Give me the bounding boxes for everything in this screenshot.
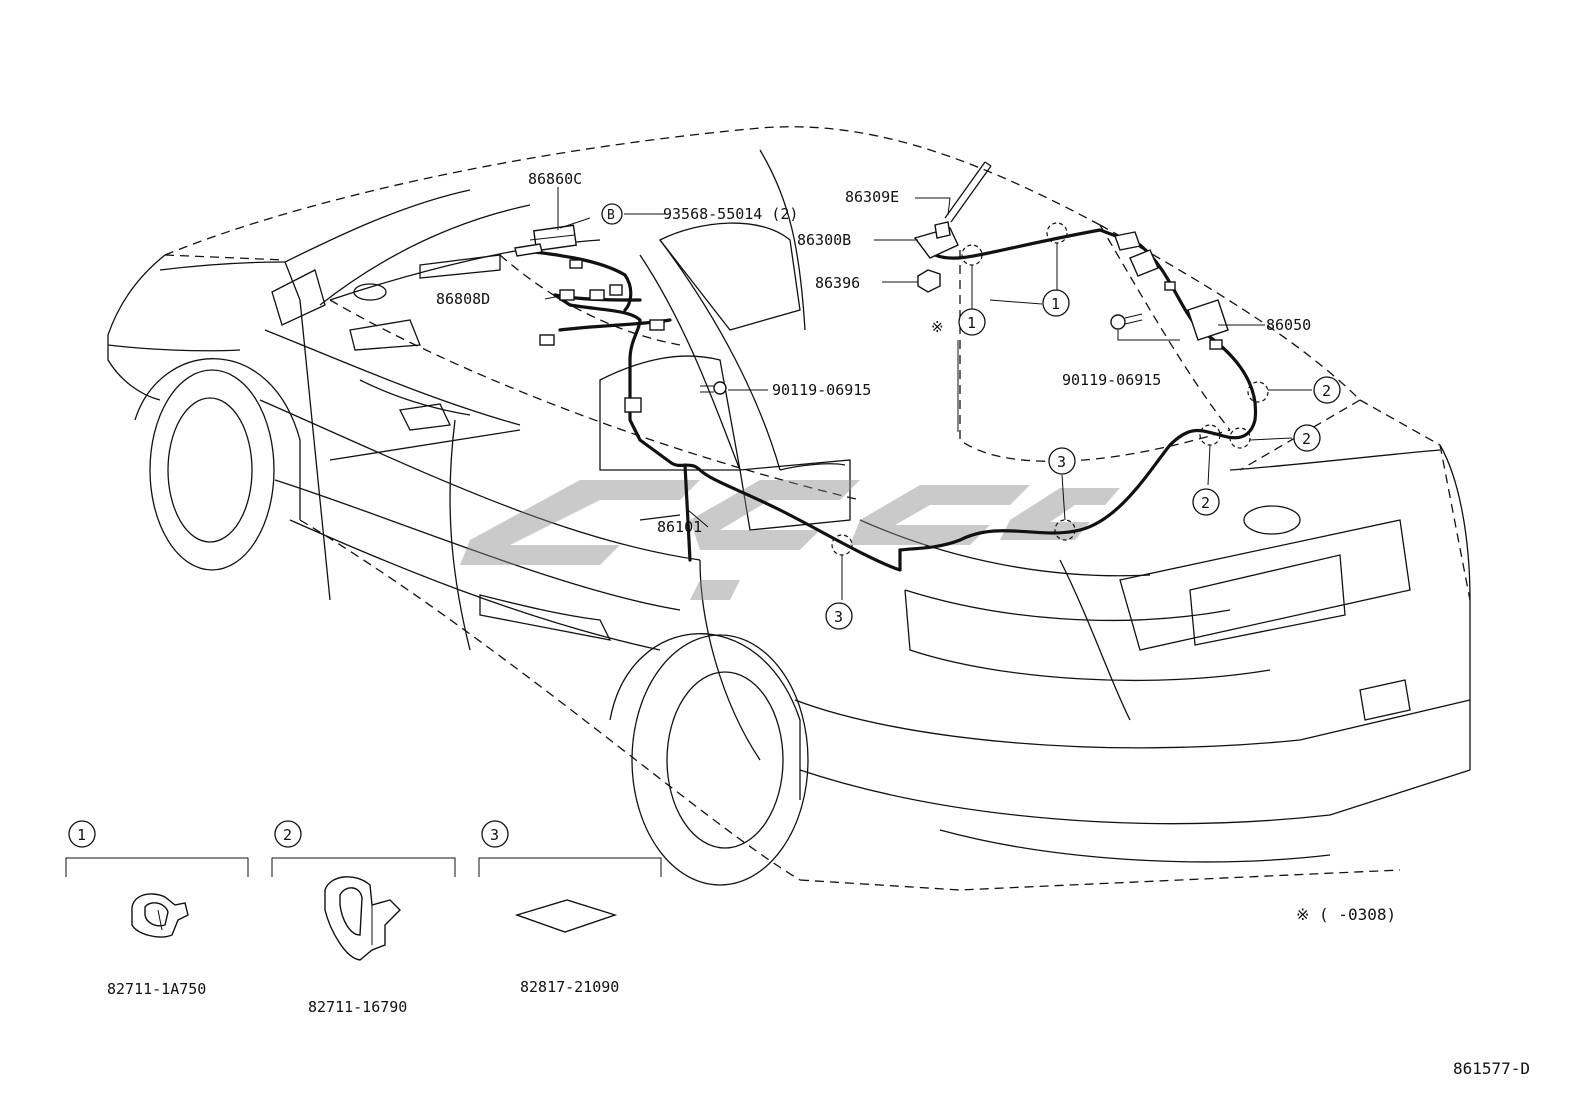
callout-numbers: 1 1 2 2 2 3 3 <box>825 289 1341 630</box>
callout-2-b: 2 <box>1302 430 1311 448</box>
leader-lines <box>544 187 1312 600</box>
part-82711-1A750: 82711-1A750 <box>107 980 206 998</box>
component-86050-module <box>1114 231 1229 350</box>
detail-box-1: 1 82711-1A750 <box>65 820 249 998</box>
clip-82711-16790-drawing <box>324 876 401 961</box>
callout-3-a: 3 <box>1057 453 1066 471</box>
tape-82817-21090-drawing <box>514 899 618 933</box>
label-93568-55014: 93568-55014 (2) <box>663 205 798 223</box>
clip-82711-1A750-drawing <box>131 893 189 938</box>
detail-box-2-number: 2 <box>283 826 292 844</box>
reference-mark: ※ <box>931 318 944 336</box>
callout-1-a: 1 <box>967 314 976 332</box>
callout-2-a: 2 <box>1322 382 1331 400</box>
label-86808D: 86808D <box>436 290 490 308</box>
label-86050: 86050 <box>1266 316 1311 334</box>
detail-box-3-number: 3 <box>490 826 499 844</box>
component-86309E-antenna-rod <box>944 161 992 223</box>
component-90119-bolt-left <box>700 381 727 395</box>
part-labels: 86860C B 93568-55014 (2) 86309E 86300B 8… <box>436 170 1530 1078</box>
component-86396-nut <box>917 269 941 293</box>
detail-box-1-number: 1 <box>77 826 86 844</box>
watermark-logo <box>460 480 1120 600</box>
label-90119-left: 90119-06915 <box>772 381 871 399</box>
label-86101: 86101 <box>657 518 702 536</box>
callout-3-b: 3 <box>834 608 843 626</box>
callout-2-c: 2 <box>1201 494 1210 512</box>
marker-b: B <box>607 208 615 223</box>
diagram-id: 861577-D <box>1453 1059 1530 1078</box>
component-86860C-amplifier <box>514 224 577 257</box>
label-86860C: 86860C <box>528 170 582 188</box>
reference-note: ※ ( -0308) <box>1296 905 1396 924</box>
component-86808D-connectors <box>539 259 665 413</box>
component-90119-bolt-right <box>1110 313 1143 330</box>
part-82817-21090: 82817-21090 <box>520 978 619 996</box>
label-86300B: 86300B <box>797 231 851 249</box>
label-86396: 86396 <box>815 274 860 292</box>
detail-box-3: 3 82817-21090 <box>478 820 662 996</box>
label-90119-right: 90119-06915 <box>1062 371 1161 389</box>
label-86309E: 86309E <box>845 188 899 206</box>
detail-box-2: 2 82711-16790 <box>271 820 456 1016</box>
part-82711-16790: 82711-16790 <box>308 998 407 1016</box>
callout-1-b: 1 <box>1051 295 1060 313</box>
car-body-outline <box>107 126 1471 891</box>
marker-b-circle <box>601 203 623 225</box>
component-86300B-antenna-base <box>913 221 959 259</box>
